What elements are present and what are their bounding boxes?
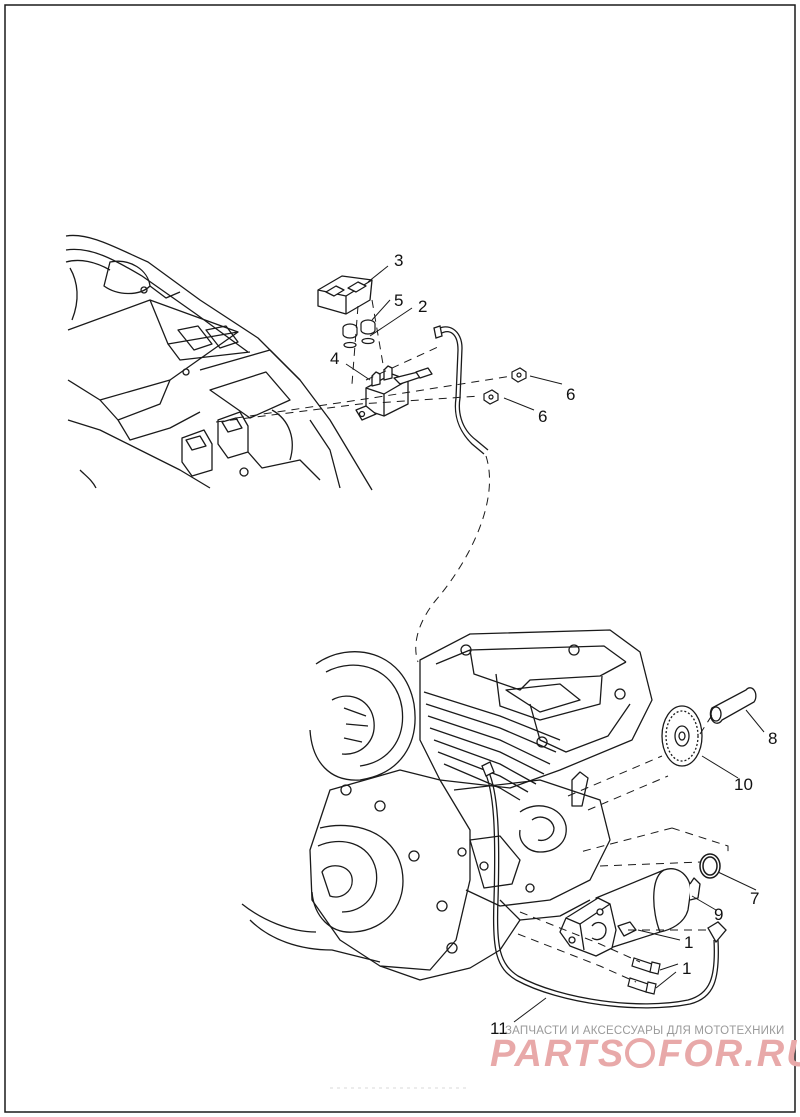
relay-cable-illustration bbox=[433, 325, 489, 455]
callout-11: 11 bbox=[490, 1019, 508, 1038]
callout-9: 9 bbox=[714, 905, 723, 924]
callout-7: 7 bbox=[750, 889, 759, 908]
battery-cable-illustration bbox=[481, 761, 727, 1009]
watermark-tagline: ЗАПЧАСТИ И АКСЕССУАРЫ ДЛЯ МОТОТЕХНИКИ bbox=[505, 1025, 785, 1037]
callout-numbers: 3 5 2 4 6 6 8 10 7 9 1 1 11 bbox=[330, 251, 777, 1038]
bolts-6-illustration bbox=[483, 367, 527, 405]
callout-3: 3 bbox=[394, 251, 403, 270]
callout-10: 10 bbox=[734, 775, 753, 794]
starter-motor-illustration bbox=[559, 868, 701, 957]
callout-2: 2 bbox=[418, 297, 427, 316]
callout-1b: 1 bbox=[682, 959, 691, 978]
watermark-gear-icon bbox=[625, 1038, 655, 1068]
engine-illustration bbox=[241, 629, 653, 981]
shaft-illustration bbox=[709, 687, 757, 724]
assembly-dashed-lines-bottom bbox=[517, 711, 729, 983]
watermark-brand-left: PARTS bbox=[490, 1033, 625, 1075]
callout-4: 4 bbox=[330, 349, 339, 368]
page-frame bbox=[4, 4, 796, 1113]
relay-body-illustration bbox=[355, 365, 433, 421]
chassis-frame-illustration bbox=[65, 234, 373, 491]
starter-gear-illustration bbox=[661, 705, 703, 767]
o-ring-illustration bbox=[699, 853, 721, 879]
relay-cover-illustration bbox=[317, 275, 373, 315]
bolts-1-illustration bbox=[627, 957, 661, 995]
callout-5: 5 bbox=[394, 291, 403, 310]
callout-leader-lines bbox=[345, 265, 765, 1023]
assembly-dashed-lines-top bbox=[215, 299, 513, 663]
watermark: ЗАПЧАСТИ И АКСЕССУАРЫ ДЛЯ МОТОТЕХНИКИ PA… bbox=[330, 1025, 800, 1089]
callout-8: 8 bbox=[768, 729, 777, 748]
watermark-brand-right: FOR.RU bbox=[658, 1033, 800, 1075]
callout-6b: 6 bbox=[538, 407, 547, 426]
callout-6a: 6 bbox=[566, 385, 575, 404]
terminal-nuts-illustration bbox=[342, 319, 376, 349]
callout-1a: 1 bbox=[684, 933, 693, 952]
